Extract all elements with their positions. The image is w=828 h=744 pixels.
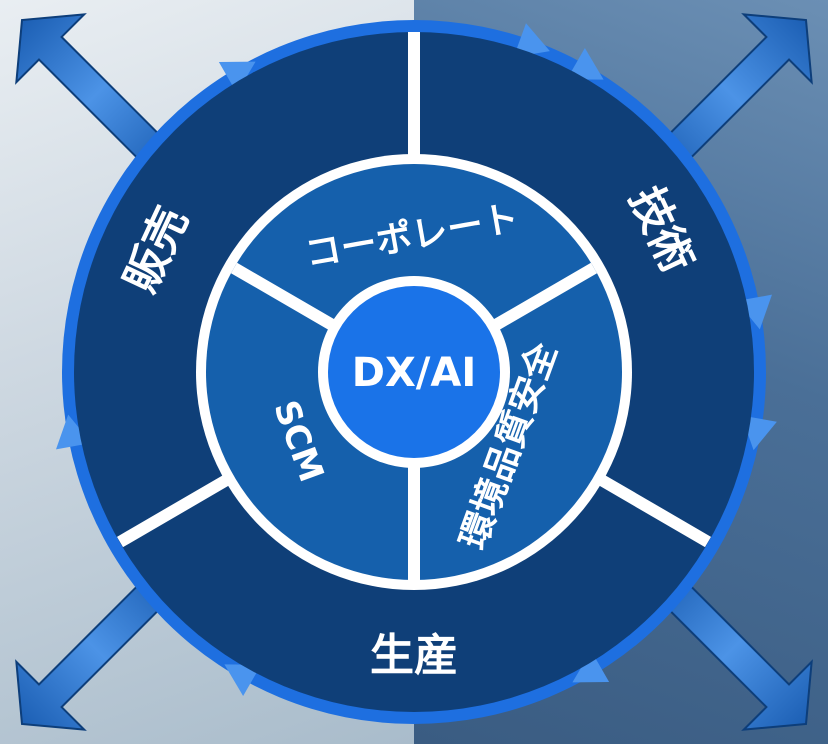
cycle-arrowhead-icon [218,61,256,94]
cycle-arrowhead-icon [224,664,262,696]
outer-dividers [116,32,712,548]
inner-dividers [230,262,598,580]
cycle-arrowhead-icon [513,23,550,58]
cycle-arrowhead-icon [566,48,604,80]
center-circle [328,286,500,458]
cycle-arrowhead-icon [741,415,777,451]
cycle-arrowhead-icon [572,650,610,683]
center-label: DX/AI [352,350,477,396]
outer-label-production: 生産 [370,630,458,681]
